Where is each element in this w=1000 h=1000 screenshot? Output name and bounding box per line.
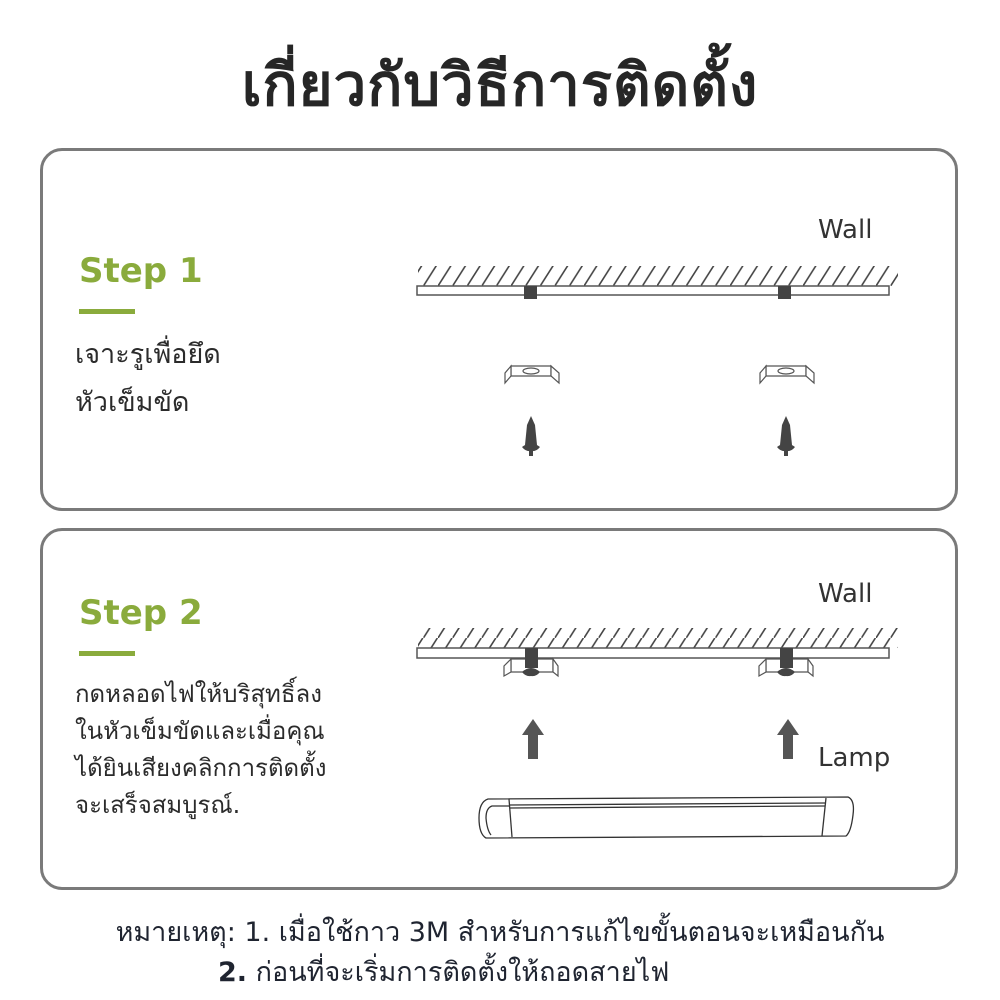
step-1-card: Step 1 เจาะรูเพื่อยึด หัวเข็มขัด Wall [40, 148, 958, 511]
screw-icon [777, 416, 795, 456]
note-line-2: 2. ก่อนที่จะเริ่มการติดตั้งให้ถอดสายไฟ [218, 950, 669, 993]
note-prefix: หมายเหตุ: [115, 917, 236, 948]
installed-clip-icon [758, 648, 814, 678]
lamp-icon [478, 796, 855, 839]
step-2-underline [79, 651, 135, 656]
screw-icon [522, 416, 540, 456]
step-2-title: Step 2 [79, 593, 203, 633]
step-1-title: Step 1 [79, 251, 203, 291]
note-item-2-number: 2. [218, 957, 248, 988]
note-item-1: 1. เมื่อใช้กาว 3M สำหรับการแก้ไขขั้นตอนจ… [244, 917, 885, 948]
step-2-description: กดหลอดไฟให้บริสุทธิ์ลง ในหัวเข็มขัดและเม… [75, 680, 327, 819]
wall-label: Wall [818, 579, 873, 609]
lamp-label: Lamp [818, 743, 891, 773]
wall-hatch-icon [416, 266, 898, 299]
wall-label: Wall [818, 215, 873, 245]
step-1-description: เจาะรูเพื่อยึด หัวเข็มขัด [75, 339, 221, 418]
mounting-clip-icon [759, 364, 815, 385]
up-arrow-icon [522, 719, 544, 759]
mounting-clip-icon [504, 364, 560, 385]
note-line-1: หมายเหตุ: 1. เมื่อใช้กาว 3M สำหรับการแก้… [0, 910, 1000, 953]
installed-clip-icon [503, 648, 559, 678]
note-item-2: ก่อนที่จะเริ่มการติดตั้งให้ถอดสายไฟ [255, 957, 670, 988]
up-arrow-icon [777, 719, 799, 759]
wall-hatch-icon [416, 628, 898, 659]
page-title: เกี่ยวกับวิธีการติดตั้ง [241, 51, 759, 119]
step-1-underline [79, 309, 135, 314]
